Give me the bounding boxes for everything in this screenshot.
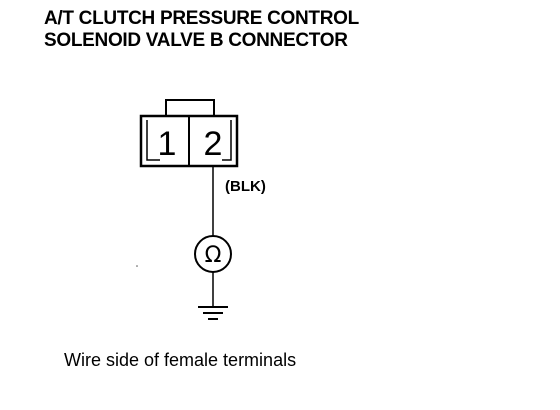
diagram-caption: Wire side of female terminals — [64, 350, 297, 370]
ohm-symbol: Ω — [205, 243, 222, 268]
connector-latch — [165, 99, 215, 116]
title-line-2: SOLENOID VALVE B CONNECTOR — [44, 30, 348, 51]
terminal-2-label: 2 — [204, 125, 223, 163]
ground-icon — [198, 306, 228, 320]
scan-speck — [136, 265, 138, 267]
wire-color-label: (BLK) — [225, 178, 266, 195]
terminal-1-recess — [146, 120, 160, 161]
terminal-2-recess — [222, 120, 232, 161]
title-line-1: A/T CLUTCH PRESSURE CONTROL — [44, 8, 359, 29]
diagram-title: A/T CLUTCH PRESSURE CONTROL SOLENOID VAL… — [44, 8, 359, 52]
terminal-1-label: 1 — [158, 125, 177, 163]
